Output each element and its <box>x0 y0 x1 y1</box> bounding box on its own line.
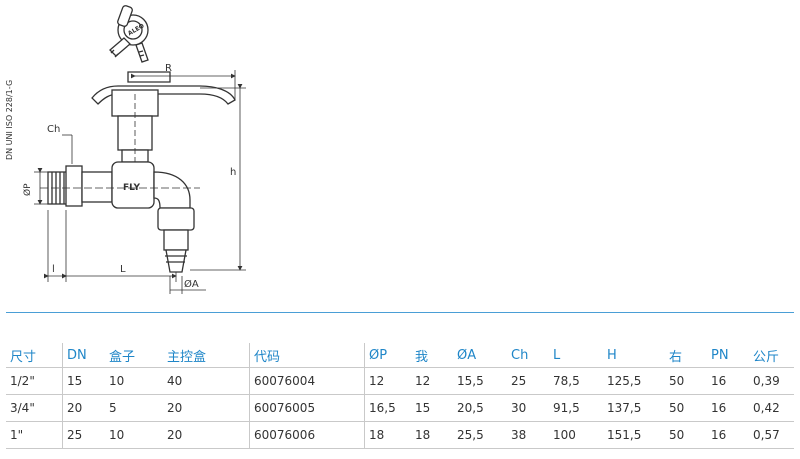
col-header: Ch <box>507 343 549 368</box>
table-cell: 15 <box>411 394 453 422</box>
table-cell: 38 <box>507 421 549 449</box>
table-cell: 78,5 <box>549 367 603 395</box>
dim-ch: Ch <box>47 124 60 135</box>
table-row: 3/4" 20 5 20 60076005 16,5 15 20,5 30 91… <box>6 394 794 422</box>
col-header: 盒子 <box>105 343 163 368</box>
table-row: 1/2" 15 10 40 60076004 12 12 15,5 25 78,… <box>6 367 794 395</box>
col-header: H <box>603 343 665 368</box>
col-header: 我 <box>411 343 453 368</box>
table-cell: 0,57 <box>749 421 794 449</box>
table-cell: 16 <box>707 421 749 449</box>
table-cell: 151,5 <box>603 421 665 449</box>
standard-label: DN UNI ISO 228/1-G <box>5 80 14 160</box>
col-header: ØP <box>364 343 411 368</box>
table-cell: 12 <box>411 367 453 395</box>
col-header: L <box>549 343 603 368</box>
table-row: 1" 25 10 20 60076006 18 18 25,5 38 100 1… <box>6 421 794 449</box>
dim-l-big: L <box>120 264 126 275</box>
separator-line <box>6 312 794 313</box>
table-cell: 25 <box>507 367 549 395</box>
table-cell: 15 <box>62 367 105 395</box>
technical-drawing: DN UNI ISO 228/1-G ALEO FLY <box>5 5 246 294</box>
table-cell: 91,5 <box>549 394 603 422</box>
table-cell: 16 <box>707 367 749 395</box>
table-cell: 60076004 <box>249 367 365 395</box>
col-header: 代码 <box>249 343 365 368</box>
table-cell: 10 <box>105 421 163 449</box>
col-header: 主控盒 <box>163 343 250 368</box>
table-cell: 30 <box>507 394 549 422</box>
spec-table: 尺寸 DN 盒子 主控盒 代码 ØP 我 ØA Ch L H 右 PN 公斤 1… <box>6 343 794 449</box>
table-cell: 16 <box>707 394 749 422</box>
lock-head <box>91 71 236 163</box>
dim-a: ØA <box>184 278 199 290</box>
table-cell: 50 <box>665 421 707 449</box>
valve-body <box>40 161 200 273</box>
table-cell: 10 <box>105 367 163 395</box>
table-cell: 20 <box>163 421 250 449</box>
table-cell: 1/2" <box>6 367 63 395</box>
table-cell: 20 <box>62 394 105 422</box>
table-cell: 1" <box>6 421 63 449</box>
table-cell: 15,5 <box>453 367 507 395</box>
key-icon <box>109 5 149 63</box>
header-row: 尺寸 DN 盒子 主控盒 代码 ØP 我 ØA Ch L H 右 PN 公斤 <box>6 343 794 368</box>
table-cell: 60076005 <box>249 394 365 422</box>
col-header: 右 <box>665 343 707 368</box>
col-header: PN <box>707 343 749 368</box>
col-header: ØA <box>453 343 507 368</box>
table-cell: 25,5 <box>453 421 507 449</box>
table-cell: 50 <box>665 394 707 422</box>
table-cell: 125,5 <box>603 367 665 395</box>
table-cell: 16,5 <box>364 394 411 422</box>
table-cell: 25 <box>62 421 105 449</box>
table-cell: 5 <box>105 394 163 422</box>
brand-label: FLY <box>123 183 140 193</box>
table-cell: 50 <box>665 367 707 395</box>
table-cell: 18 <box>364 421 411 449</box>
table-cell: 100 <box>549 421 603 449</box>
table-cell: 20 <box>163 394 250 422</box>
table-cell: 20,5 <box>453 394 507 422</box>
dim-h: h <box>230 167 236 178</box>
col-header: DN <box>62 343 105 368</box>
dim-p: ØP <box>22 183 33 196</box>
table-cell: 3/4" <box>6 394 63 422</box>
col-header: 尺寸 <box>6 343 63 368</box>
table-cell: 0,39 <box>749 367 794 395</box>
table-cell: 40 <box>163 367 250 395</box>
table-cell: 60076006 <box>249 421 365 449</box>
table-cell: 18 <box>411 421 453 449</box>
table-cell: 12 <box>364 367 411 395</box>
table-cell: 0,42 <box>749 394 794 422</box>
dim-R: R <box>165 63 172 74</box>
dim-l-small: l <box>52 264 55 275</box>
col-header: 公斤 <box>749 343 794 368</box>
table-cell: 137,5 <box>603 394 665 422</box>
